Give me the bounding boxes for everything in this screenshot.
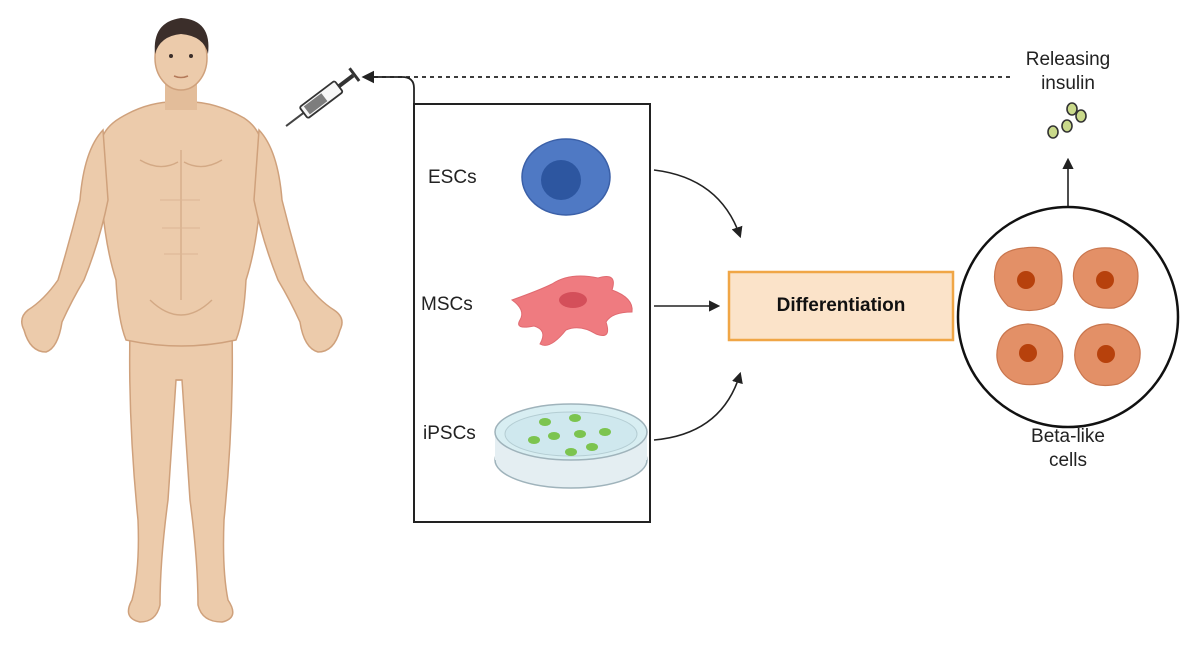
label-beta-line2: cells	[1048, 450, 1087, 471]
insulin-granules-icon	[1047, 102, 1087, 139]
human-body-icon	[21, 18, 343, 623]
label-differentiation: Differentiation	[776, 295, 906, 316]
esc-cell-icon	[521, 138, 611, 216]
arrow-escs-to-differentiation	[653, 169, 743, 239]
label-releasing-insulin: Releasing insulin	[1000, 48, 1136, 96]
label-escs: ESCs	[428, 167, 477, 188]
label-releasing-line2: insulin	[1041, 73, 1095, 94]
box-to-syringe-line	[370, 76, 415, 104]
msc-cell-icon	[510, 275, 633, 346]
cell-source-box	[413, 103, 651, 523]
label-beta-like-cells: Beta-like cells	[993, 425, 1143, 473]
label-mscs: MSCs	[421, 294, 473, 315]
differentiation-box	[727, 270, 955, 342]
petri-dish-icon	[494, 403, 648, 489]
beta-cells-cluster	[956, 205, 1180, 429]
label-releasing-line1: Releasing	[1025, 49, 1111, 70]
arrow-ipscs-to-differentiation	[653, 371, 743, 441]
syringe-icon	[285, 67, 361, 127]
label-ipscs: iPSCs	[423, 423, 476, 444]
label-beta-line1: Beta-like	[1031, 426, 1105, 447]
